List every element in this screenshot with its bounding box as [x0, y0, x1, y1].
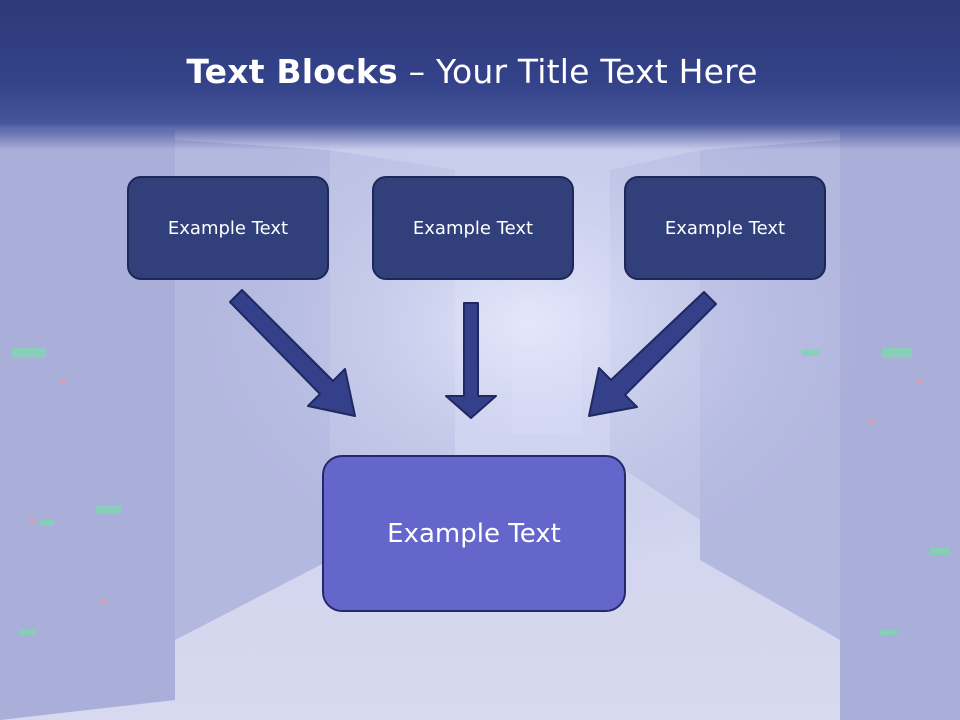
title-rest: – Your Title Text Here — [397, 52, 758, 91]
text-block-right[interactable]: Example Text — [624, 176, 826, 280]
title-bold: Text Blocks — [186, 52, 398, 91]
arrow-center — [445, 302, 497, 419]
slide-header: Text Blocks – Your Title Text Here — [0, 0, 960, 150]
arrow-left — [229, 289, 356, 417]
text-block-center[interactable]: Example Text — [372, 176, 574, 280]
text-block-bottom[interactable]: Example Text — [322, 455, 626, 612]
arrow-right — [588, 291, 717, 417]
slide-title: Text Blocks – Your Title Text Here — [0, 52, 944, 91]
text-block-left[interactable]: Example Text — [127, 176, 329, 280]
